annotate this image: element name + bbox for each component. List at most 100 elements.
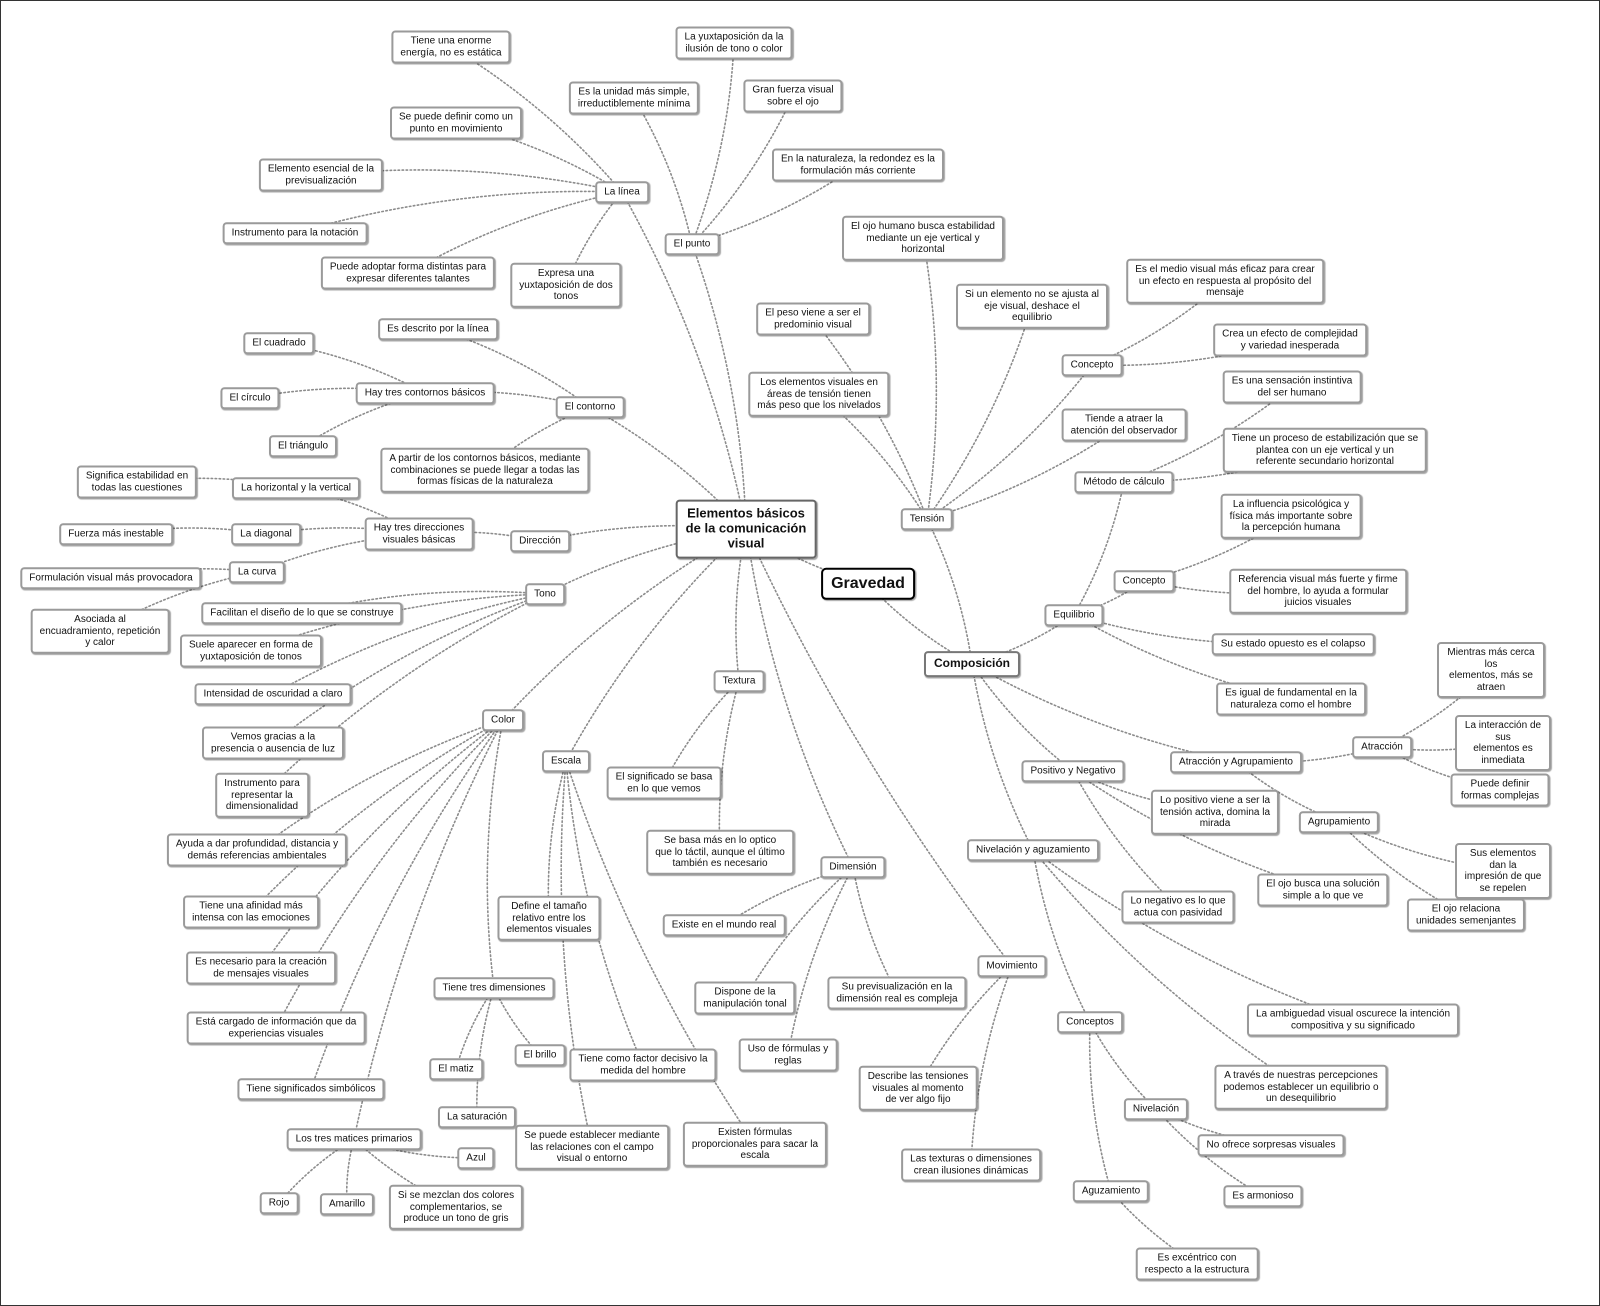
- node-metodo[interactable]: Método de cálculo: [1074, 471, 1174, 493]
- node-tension-1[interactable]: El ojo humano busca estabilidad mediante…: [842, 215, 1004, 261]
- node-contornos3[interactable]: Hay tres contornos básicos: [355, 382, 495, 404]
- node-azul[interactable]: Azul: [457, 1147, 495, 1169]
- node-nivel-2[interactable]: A través de nuestras percepciones podemo…: [1214, 1064, 1388, 1110]
- node-circulo[interactable]: El círculo: [220, 387, 280, 409]
- node-color-5[interactable]: Tiene significados simbólicos: [237, 1078, 385, 1100]
- node-tono-1[interactable]: Facilitan el diseño de lo que se constru…: [201, 602, 403, 624]
- node-dimension-2[interactable]: Dispone de la manipulación tonal: [694, 981, 796, 1015]
- node-tono-5[interactable]: Instrumento para representar la dimensio…: [215, 772, 309, 818]
- node-nivelacion-2[interactable]: Es armonioso: [1223, 1185, 1303, 1207]
- node-matiz[interactable]: El matiz: [429, 1058, 483, 1080]
- node-color[interactable]: Color: [482, 709, 524, 731]
- node-agrupamiento-1[interactable]: Sus elementos dan la impresión de que se…: [1455, 843, 1551, 899]
- node-escala-2[interactable]: Tiene como factor decisivo la medida del…: [569, 1048, 717, 1082]
- node-tono-4[interactable]: Vemos gracias a la presencia o ausencia …: [202, 726, 344, 760]
- node-dimension-4[interactable]: Su previsualización en la dimensión real…: [827, 976, 967, 1010]
- node-metodo-2[interactable]: Tiene un proceso de estabilización que s…: [1222, 427, 1428, 473]
- node-linea-6[interactable]: Expresa una yuxtaposición de dos tonos: [510, 262, 622, 308]
- node-nivelacion[interactable]: Nivelación: [1123, 1098, 1189, 1120]
- node-atraccion-2[interactable]: La interacción de sus elementos es inmed…: [1455, 715, 1551, 771]
- node-contorno-1[interactable]: Es descrito por la línea: [378, 318, 498, 340]
- node-amarillo[interactable]: Amarillo: [319, 1193, 375, 1215]
- node-color-1[interactable]: Ayuda a dar profundidad, distancia y dem…: [166, 833, 348, 867]
- node-matices-1[interactable]: Si se mezclan dos colores complementario…: [388, 1184, 524, 1230]
- node-textura-2[interactable]: Se basa más en lo optico que lo táctil, …: [646, 829, 794, 875]
- node-concepto-e[interactable]: Concepto: [1113, 570, 1175, 592]
- node-linea-1[interactable]: Tiene una enorme energía, no es estática: [391, 30, 511, 64]
- node-horizontal-1[interactable]: Significa estabilidad en todas las cuest…: [76, 465, 198, 499]
- node-dimension-3[interactable]: Uso de fórmulas y reglas: [738, 1038, 838, 1072]
- node-concepto-e1[interactable]: La influencia psicológica y física más i…: [1220, 493, 1362, 539]
- node-linea[interactable]: La línea: [595, 181, 649, 203]
- node-tono-2[interactable]: Suele aparecer en forma de yuxtaposición…: [180, 634, 322, 668]
- node-nivelacion-ag[interactable]: Nivelación y aguzamiento: [967, 839, 1099, 861]
- node-posneg[interactable]: Positivo y Negativo: [1021, 760, 1125, 782]
- node-equilibrio-2[interactable]: Es igual de fundamental en la naturaleza…: [1216, 682, 1366, 716]
- node-posneg-1[interactable]: Lo positivo viene a ser la tensión activ…: [1150, 789, 1280, 835]
- node-tension-5[interactable]: Tiende a atraer la atención del observad…: [1061, 408, 1187, 442]
- node-escala-4[interactable]: Existen fórmulas proporcionales para sac…: [682, 1121, 828, 1167]
- node-nivelacion-1[interactable]: No ofrece sorpresas visuales: [1197, 1134, 1345, 1156]
- node-movimiento-1[interactable]: Describe las tensiones visuales al momen…: [858, 1065, 978, 1111]
- node-punto-1[interactable]: Es la unidad más simple, irreductiblemen…: [568, 81, 700, 115]
- node-center[interactable]: Elementos básicos de la comunicación vis…: [675, 499, 817, 559]
- node-color-2[interactable]: Tiene una afinidad más intensa con las e…: [183, 895, 319, 929]
- node-atraccion-1[interactable]: Mientras más cerca los elementos, más se…: [1437, 642, 1545, 698]
- node-linea-4[interactable]: Instrumento para la notación: [222, 222, 368, 244]
- node-dimensiones3[interactable]: Tiene tres dimensiones: [433, 977, 555, 999]
- node-equilibrio[interactable]: Equilibrio: [1044, 604, 1104, 626]
- node-concepto-t[interactable]: Concepto: [1061, 354, 1123, 376]
- node-agrupamiento-2[interactable]: El ojo relaciona unidades semenjantes: [1406, 898, 1526, 932]
- node-punto-4[interactable]: En la naturaleza, la redondez es la form…: [772, 148, 944, 182]
- node-posneg-2[interactable]: El ojo busca una solución simple a lo qu…: [1257, 873, 1389, 907]
- node-curva-2[interactable]: Asociada al encuadramiento, repetición y…: [30, 608, 170, 654]
- node-tension[interactable]: Tensión: [900, 508, 954, 530]
- node-equilibrio-1[interactable]: Su estado opuesto es el colapso: [1211, 633, 1375, 655]
- node-linea-2[interactable]: Se puede definir como un punto en movimi…: [390, 106, 522, 140]
- node-direcciones3[interactable]: Hay tres direcciones visuales básicas: [364, 517, 474, 551]
- node-direccion[interactable]: Dirección: [510, 530, 570, 552]
- node-concepto-e2[interactable]: Referencia visual más fuerte y firme del…: [1229, 568, 1407, 614]
- node-contorno-2[interactable]: A partir de los contornos básicos, media…: [380, 447, 590, 493]
- node-tension-2[interactable]: Si un elemento no se ajusta al eje visua…: [956, 283, 1108, 329]
- node-contorno[interactable]: El contorno: [555, 396, 625, 418]
- node-linea-5[interactable]: Puede adoptar forma distintas para expre…: [320, 256, 496, 290]
- node-posneg-3[interactable]: Lo negativo es lo que actua con pasivida…: [1121, 890, 1235, 924]
- node-nivel-1[interactable]: La ambiguedad visual oscurece la intenci…: [1246, 1003, 1460, 1037]
- node-movimiento[interactable]: Movimiento: [977, 955, 1047, 977]
- node-gravedad[interactable]: Gravedad: [821, 567, 915, 601]
- node-color-3[interactable]: Es necesario para la creación de mensaje…: [186, 951, 336, 985]
- node-atraccion-agr[interactable]: Atracción y Agrupamiento: [1170, 751, 1302, 773]
- node-saturacion[interactable]: La saturación: [437, 1106, 517, 1128]
- node-horizontal[interactable]: La horizontal y la vertical: [231, 477, 361, 499]
- node-punto-2[interactable]: La yuxtaposición da la ilusión de tono o…: [675, 26, 793, 60]
- node-atraccion-3[interactable]: Puede definir formas complejas: [1450, 773, 1550, 807]
- node-diagonal[interactable]: La diagonal: [231, 523, 301, 545]
- node-dimension-1[interactable]: Existe en el mundo real: [662, 914, 786, 936]
- node-cuadrado[interactable]: El cuadrado: [243, 332, 315, 354]
- node-aguzamiento-1[interactable]: Es excéntrico con respecto a la estructu…: [1135, 1247, 1259, 1281]
- node-textura-1[interactable]: El significado se basa en lo que vemos: [606, 766, 722, 800]
- node-tension-4[interactable]: Los elementos visuales en áreas de tensi…: [748, 371, 890, 417]
- node-movimiento-2[interactable]: Las texturas o dimensiones crean ilusion…: [901, 1148, 1041, 1182]
- node-escala-3[interactable]: Se puede establecer mediante las relacio…: [515, 1124, 669, 1170]
- node-escala[interactable]: Escala: [541, 750, 591, 772]
- node-metodo-1[interactable]: Es una sensación instintiva del ser huma…: [1222, 370, 1362, 404]
- node-aguzamiento[interactable]: Aguzamiento: [1072, 1180, 1150, 1202]
- node-matices3[interactable]: Los tres matices primarios: [286, 1128, 422, 1150]
- node-concepto-t1[interactable]: Es el medio visual más eficaz para crear…: [1126, 258, 1324, 304]
- node-linea-3[interactable]: Elemento esencial de la previsualización: [258, 158, 384, 192]
- node-conceptos[interactable]: Conceptos: [1057, 1011, 1123, 1033]
- node-curva[interactable]: La curva: [228, 561, 286, 583]
- node-punto[interactable]: El punto: [664, 233, 720, 255]
- node-tono-3[interactable]: Intensidad de oscuridad a claro: [194, 683, 352, 705]
- node-punto-3[interactable]: Gran fuerza visual sobre el ojo: [743, 79, 843, 113]
- node-diagonal-1[interactable]: Fuerza más inestable: [59, 523, 173, 545]
- node-tension-3[interactable]: El peso viene a ser el predominio visual: [756, 302, 870, 336]
- node-color-4[interactable]: Está cargado de información que da exper…: [186, 1011, 366, 1045]
- node-dimension[interactable]: Dimensión: [820, 856, 886, 878]
- node-triangulo[interactable]: El triángulo: [268, 435, 338, 457]
- node-textura[interactable]: Textura: [713, 670, 765, 692]
- node-escala-1[interactable]: Define el tamaño relativo entre los elem…: [497, 895, 601, 941]
- node-agrupamiento[interactable]: Agrupamiento: [1298, 811, 1380, 833]
